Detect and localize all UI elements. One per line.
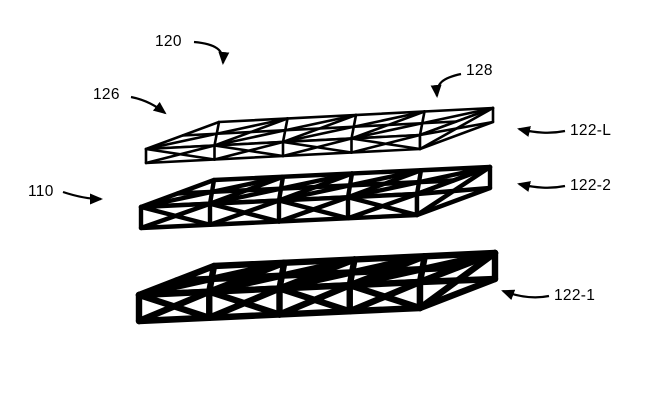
layer-122-1-wireframe <box>135 249 499 325</box>
ref-label-122-1: 122-1 <box>554 287 596 304</box>
arrow-122-L <box>517 126 566 137</box>
ref-label-110: 110 <box>28 183 54 200</box>
arrow-110 <box>62 190 103 205</box>
arrow-128 <box>430 72 462 98</box>
arrow-126 <box>130 95 167 115</box>
ref-label-120: 120 <box>155 33 182 50</box>
arrow-120 <box>193 40 230 65</box>
layer-122-L-wireframe <box>144 106 495 165</box>
ref-label-122-L: 122-L <box>570 122 612 139</box>
arrow-122-1 <box>501 289 550 301</box>
ref-label-122-2: 122-2 <box>570 177 612 194</box>
arrow-122-2 <box>517 181 566 192</box>
ref-label-128: 128 <box>466 62 493 79</box>
ref-label-126: 126 <box>93 86 120 103</box>
layer-122-2-wireframe <box>138 164 493 231</box>
leader-arrows <box>62 40 566 301</box>
